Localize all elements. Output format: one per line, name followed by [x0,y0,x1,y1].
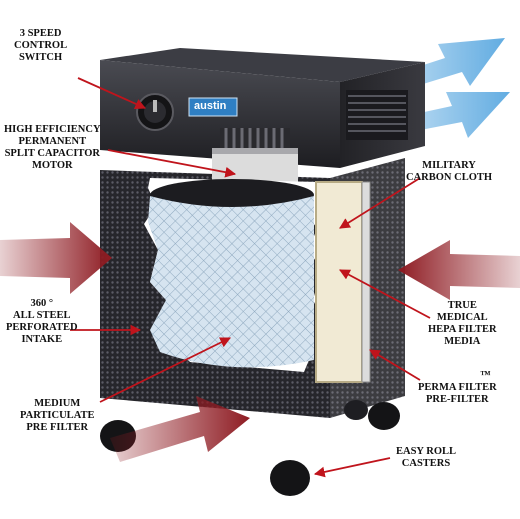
pointer-motor [107,149,237,178]
pointer-speed-switch [77,77,146,109]
intake-arrow-bottom [110,396,250,462]
label-pre-filter: MEDIUM PARTICULATE PRE FILTER [20,398,95,433]
caster-back-right [368,402,400,430]
label-intake: 360 ° ALL STEEL PERFORATED INTAKE [6,298,78,345]
intake-arrow-left [0,222,112,294]
austin-logo-badge [188,97,238,117]
filter-top-ring [150,179,314,211]
pointer-casters [313,457,391,478]
top-unit-top-face [100,48,425,82]
caster-back-left [344,400,368,420]
pointer-carbon-cloth [339,177,421,229]
pointer-hepa [339,269,431,319]
air-intake-arrows [0,222,520,462]
intake-arrow-right [398,240,520,300]
motor-assembly [212,128,298,184]
austin-logo: austin [194,100,227,112]
exhaust-grille [346,90,408,140]
label-speed-switch: 3 SPEED CONTROL SWITCH [14,28,68,63]
label-hepa: TRUE MEDICAL HEPA FILTER MEDIA [428,300,497,347]
hepa-filter-media [315,181,363,383]
label-perma-filter: ™ PERMA FILTER PRE-FILTER [418,370,497,405]
medium-particulate-pre-filter [148,196,314,368]
caster-front-right [270,460,310,496]
cutaway-interior [144,178,371,383]
label-casters: EASY ROLL CASTERS [396,446,457,469]
pointer-pre-filter [99,337,231,403]
label-carbon-cloth: MILITARY CARBON CLOTH [406,160,493,183]
callout-pointers [70,77,431,478]
pointer-perma-filter [369,349,421,381]
speed-control-knob [136,93,174,131]
label-motor: HIGH EFFICIENCY PERMANENT SPLIT CAPACITO… [4,124,101,171]
